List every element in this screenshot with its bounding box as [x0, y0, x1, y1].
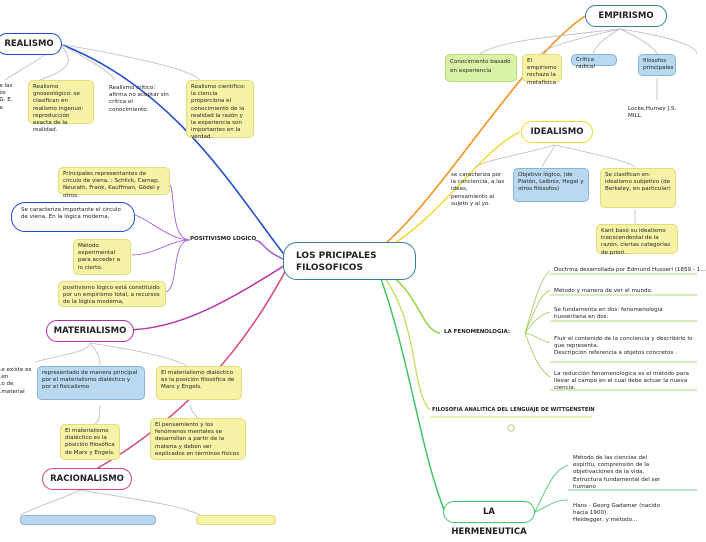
topic-empirismo-label: EMPIRISMO — [598, 11, 654, 21]
topic-materialismo-label: MATERIALISMO — [53, 326, 127, 336]
empirismo-note-metafisica[interactable]: El empirismo rechaza la metafísica — [522, 54, 562, 86]
fenomenologia-note-fluir[interactable]: Fluir el contenido de la conciencia y de… — [554, 336, 693, 357]
materialismo-note-pensamiento[interactable]: El pensamiento y los fenómenos mentales … — [150, 418, 246, 460]
positivismo-note-circulo[interactable]: Se caracteriza importante el circulo de … — [11, 202, 135, 232]
empirismo-note-locke[interactable]: Locke,Humey J.S. MILL. — [628, 106, 677, 120]
topic-fenomenologia-label: LA FENOMENOLOGIA: — [444, 329, 511, 335]
topic-empirismo[interactable]: EMPIRISMO — [585, 5, 667, 27]
realismo-note-gnoseologico[interactable]: Realismo gnoseológico: se clasifican en … — [28, 80, 94, 133]
empirismo-note-experiencia[interactable]: Conocimiento basado en experiencia — [445, 54, 517, 82]
empirismo-note-filosofos[interactable]: filósofos principales — [638, 54, 676, 76]
connection-lines — [4, 15, 698, 516]
topic-idealismo-label: IDEALISMO — [530, 127, 584, 137]
materialismo-note-dialectico[interactable]: El materialismo dialéctico es la posició… — [156, 366, 242, 400]
central-topic[interactable]: LOS PRICIPALES FILOSOFICOS — [283, 242, 416, 280]
topic-racionalismo[interactable]: RACIONALISMO — [42, 468, 132, 490]
materialismo-note-marx[interactable]: El materialismo dialéctico es la posició… — [60, 424, 120, 460]
positivismo-note-representantes[interactable]: Principales representantes de circulo de… — [58, 167, 170, 199]
positivismo-note-metodo[interactable]: Método experimental para acceder a lo ci… — [73, 239, 131, 275]
topic-hermeneutica[interactable]: LA HERMENEUTICA — [443, 501, 535, 537]
topic-realismo[interactable]: REALISMO — [0, 33, 62, 55]
idealismo-note-subjetivo[interactable]: Se clasifican en: idealismo subjetivo (d… — [600, 168, 676, 208]
idealismo-note-objetivo[interactable]: Objetivo lógico, (de Platón, Leibniz, He… — [513, 168, 589, 202]
idealismo-note-conciencia[interactable]: se caracteriza por la conciencia, a las … — [451, 172, 505, 207]
topic-idealismo[interactable]: IDEALISMO — [521, 121, 593, 143]
realismo-note-cientifico[interactable]: Realismo científico: la ciencia proporci… — [186, 80, 254, 140]
fenomenologia-note-metodo[interactable]: Método y manera de ver el mundo. — [554, 288, 653, 294]
realismo-cut-note[interactable]: ...e las ...os ...G. E. ...e — [0, 83, 13, 111]
racionalismo-note-2[interactable] — [196, 515, 276, 525]
realismo-note-critico[interactable]: Realismo crítico: afirma no aceptar sin … — [109, 85, 169, 113]
topic-fenomenologia[interactable]: LA FENOMENOLOGIA: — [444, 329, 510, 335]
topic-hermeneutica-label: LA HERMENEUTICA — [451, 507, 527, 537]
materialismo-cut-note[interactable]: ...e existe es ...en ...o de ...material — [0, 367, 32, 395]
topic-filosofia-analitica[interactable]: FILOSOFIA ANALITICA DEL LENGUAJE DE WITT… — [432, 407, 595, 413]
topic-materialismo[interactable]: MATERIALISMO — [46, 320, 134, 342]
fenomenologia-note-reduccion[interactable]: La reducción fenomenológica es el método… — [554, 371, 689, 392]
idealismo-note-kant[interactable]: Kant basó su idealismo transcendental de… — [596, 224, 678, 256]
racionalismo-note-1[interactable] — [20, 515, 156, 525]
central-topic-label: LOS PRICIPALES FILOSOFICOS — [296, 251, 377, 273]
topic-realismo-label: REALISMO — [4, 39, 54, 49]
empirismo-note-critica[interactable]: Crítica radical — [571, 54, 617, 70]
materialismo-note-representado[interactable]: representado de manera principal por el … — [37, 366, 145, 400]
hermeneutica-note-gadamer[interactable]: Hans - Georg Gadamer (nacido hacia 1900)… — [573, 503, 660, 524]
topic-filosofia-analitica-label: FILOSOFIA ANALITICA DEL LENGUAJE DE WITT… — [432, 407, 595, 413]
expand-toggle-icon[interactable] — [507, 424, 515, 432]
fenomenologia-note-fundamenta[interactable]: Se fundamenta en dos: fenomenología huss… — [554, 307, 663, 321]
topic-positivismo-label: POSITIVISMO LOGICO — [190, 236, 257, 242]
fenomenologia-note-husserl[interactable]: Doctrina desarrollada por Edmund Husserl… — [554, 267, 706, 273]
topic-racionalismo-label: RACIONALISMO — [50, 474, 124, 484]
hermeneutica-note-metodo[interactable]: Método de las ciencias del espíritu, com… — [573, 455, 661, 490]
positivismo-note-empirismo[interactable]: positivismo lógico está constituido por … — [58, 281, 166, 307]
topic-positivismo[interactable]: POSITIVISMO LOGICO — [190, 236, 256, 242]
